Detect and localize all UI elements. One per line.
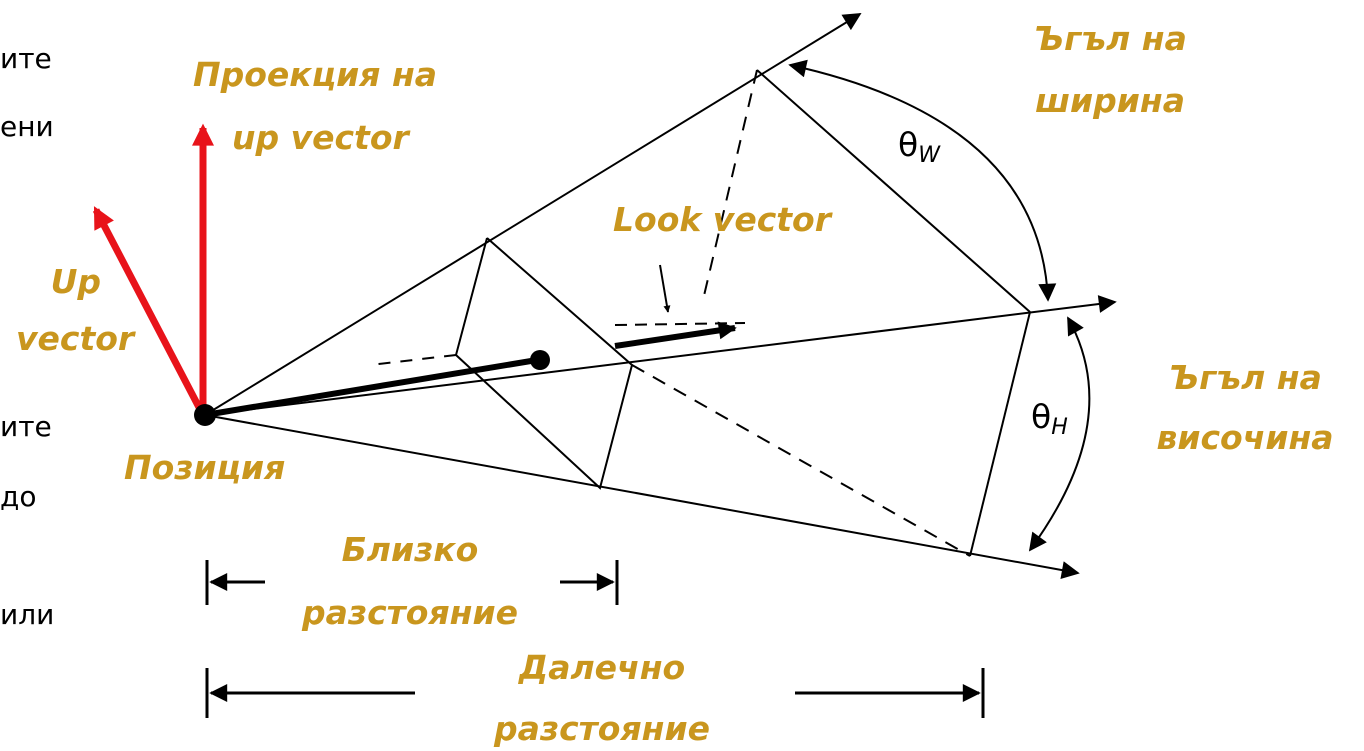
far-plane-hidden-edge [702,69,758,301]
up-projection-label: up vector [232,118,409,157]
look-vector-arrow [614,321,737,349]
height-angle-label: Ъгъл на [1168,358,1322,397]
background-text: ите [0,42,52,75]
position-label: Позиция [124,448,286,487]
height-angle-arc [1028,316,1091,552]
theta-width-subscript: W [918,143,940,168]
near-plane [454,237,634,490]
theta-height-subscript: H [1051,415,1068,440]
width-angle-label: ширина [1035,81,1185,120]
position-to-near-arrow [204,357,538,418]
look-plane-dashed [614,322,746,326]
theta-width-symbol: θW [898,128,940,167]
theta-glyph: θ [1031,397,1052,436]
height-angle-label: височина [1156,418,1334,457]
theta-height-symbol: θH [1031,400,1068,439]
up-vector-label: Up [50,262,101,301]
far-plane-top-edge [756,69,1031,313]
background-text: ите [0,410,52,443]
frustum-center-ray [204,295,1117,416]
far-distance-label: Далечно [518,648,686,687]
near-distance-label: разстояние [302,593,518,632]
near-point-dot [530,350,550,370]
frustum-top-ray [204,13,862,416]
position-dot [194,404,216,426]
width-angle-label: Ъгъл на [1033,19,1187,58]
look-vector-label: Look vector [613,200,831,239]
near-distance-label: Близко [341,530,479,569]
background-text: ени [0,110,54,143]
near-plane-hidden-edge [369,354,457,366]
background-text: или [0,598,55,631]
up-vector-arrow [92,206,207,417]
far-distance-label: разстояние [494,709,710,748]
frustum-bottom-ray [204,414,1080,579]
look-vector-pointer [659,264,671,313]
far-plane-hidden-diagonal [631,364,971,557]
background-text: до [0,480,37,513]
far-plane-right-edge [969,311,1031,557]
width-angle-arc [788,59,1057,302]
up-projection-label: Проекция на [193,55,438,94]
up-vector-label: vector [16,319,135,358]
theta-glyph: θ [898,125,919,164]
